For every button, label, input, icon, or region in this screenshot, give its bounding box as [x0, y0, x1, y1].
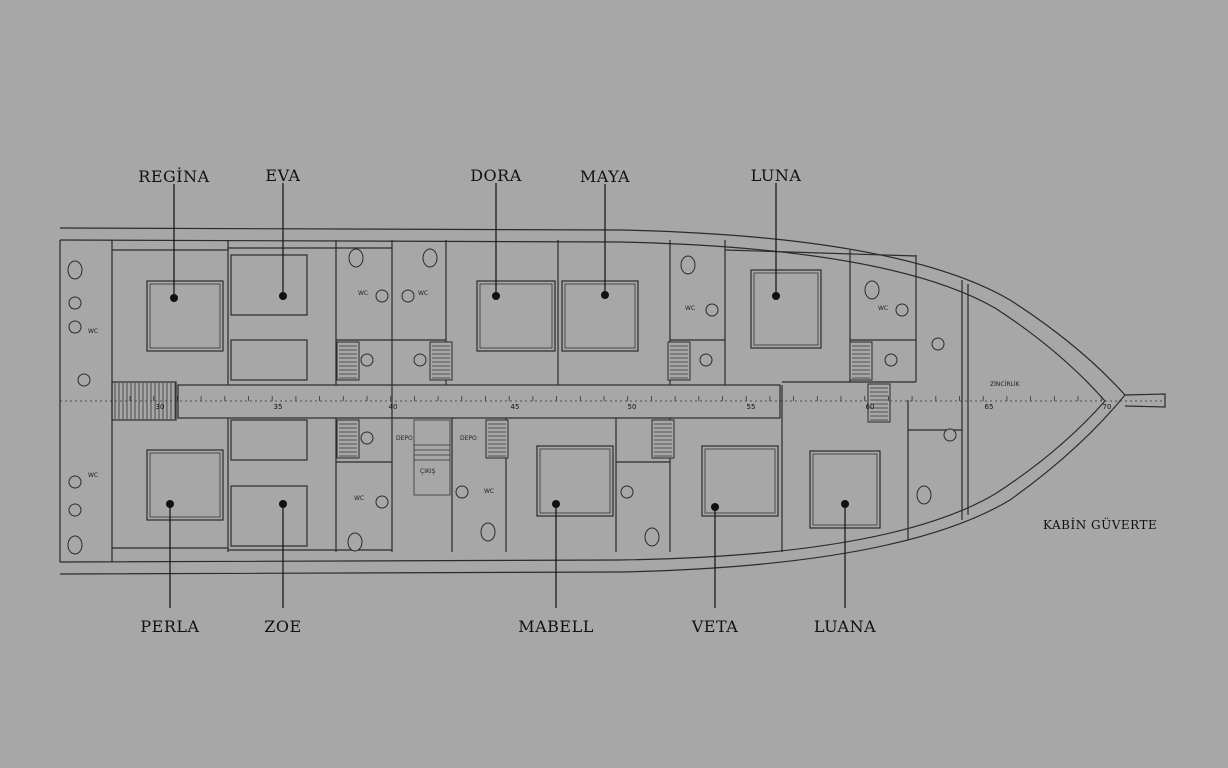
cabin-1: ZOE [264, 500, 301, 636]
cabin-2: DORA [470, 166, 522, 300]
corridor [60, 381, 1165, 421]
toilet-icon [916, 485, 932, 505]
sink-icon [68, 503, 82, 517]
cabin-3: MAYA [580, 167, 630, 299]
cabin-label: VETA [691, 617, 739, 636]
cabin-label: ZOE [264, 617, 301, 636]
cabin-marker [711, 503, 719, 511]
chain-locker-label: ZİNCİRLİK [990, 381, 1021, 388]
toilet-icon [864, 280, 880, 300]
cabin-labels: REGİNA EVA DORA MAYA LUNA PERLA ZOE MABELL VETA L… [138, 166, 876, 636]
cabin-1: EVA [265, 166, 300, 300]
cabin-marker [601, 291, 609, 299]
cabin-marker [170, 294, 178, 302]
frame-number: 45 [511, 403, 520, 411]
cabin-4: LUANA [814, 500, 876, 636]
cabin-label: LUNA [751, 166, 802, 185]
wardrobe-icon [667, 341, 691, 381]
sink-icon [360, 431, 374, 445]
depo-label: DEPO [460, 435, 477, 442]
exit-label: ÇIKIŞ [420, 468, 436, 475]
sink-icon [375, 289, 389, 303]
cabin-label: LUANA [814, 617, 876, 636]
wc-label: WC [685, 305, 695, 312]
wardrobe-icon [485, 419, 509, 459]
toilet-icon [644, 527, 660, 547]
frame-number: 60 [866, 403, 875, 411]
cabin-label: MABELL [518, 617, 594, 636]
frame-number: 30 [156, 403, 165, 411]
cabin-marker [772, 292, 780, 300]
sink-icon [943, 428, 957, 442]
wc-label: WC [878, 305, 888, 312]
bathroom-fixtures [67, 248, 957, 555]
exit-stairs [413, 419, 451, 496]
frame-number: 55 [747, 403, 756, 411]
sink-icon [401, 289, 415, 303]
cabin-4: LUNA [751, 166, 802, 300]
sink-icon [455, 485, 469, 499]
wardrobe-icon [849, 341, 873, 381]
cabin-marker [279, 500, 287, 508]
sink-icon [895, 303, 909, 317]
sink-icon [413, 353, 427, 367]
toilet-icon [67, 535, 83, 555]
wardrobe-icon [336, 419, 360, 459]
wc-label: WC [418, 290, 428, 297]
toilet-icon [347, 532, 363, 552]
wc-label: WC [88, 328, 98, 335]
cabin-0: PERLA [140, 500, 199, 636]
sink-icon [620, 485, 634, 499]
cabin-2: MABELL [518, 500, 594, 636]
wc-label: WC [354, 495, 364, 502]
sink-icon [699, 353, 713, 367]
frame-number: 35 [274, 403, 283, 411]
toilet-icon [480, 522, 496, 542]
toilet-icon [422, 248, 438, 268]
wc-label: WC [358, 290, 368, 297]
depo-label: DEPO [396, 435, 413, 442]
sink-icon [77, 373, 91, 387]
frame-number: 70 [1103, 403, 1112, 411]
wardrobe-icon [336, 341, 360, 381]
sink-icon [931, 337, 945, 351]
sink-icon [68, 320, 82, 334]
wc-label: WC [88, 472, 98, 479]
toilet-icon [67, 260, 83, 280]
sink-icon [705, 303, 719, 317]
cabin-label: MAYA [580, 167, 630, 186]
toilet-icon [680, 255, 696, 275]
cabin-marker [552, 500, 560, 508]
cabin-label: REGİNA [138, 166, 209, 186]
cabin-label: PERLA [140, 617, 199, 636]
sink-icon [68, 475, 82, 489]
sink-icon [884, 353, 898, 367]
frame-number: 65 [985, 403, 994, 411]
cabin-marker [492, 292, 500, 300]
wc-label: WC [484, 488, 494, 495]
beds [146, 254, 881, 547]
frame-scale: 30 35 40 45 50 55 60 65 70 [129, 396, 1112, 411]
cabin-marker [166, 500, 174, 508]
sink-icon [68, 296, 82, 310]
wardrobe-icon [429, 341, 453, 381]
wardrobe-icon [651, 419, 675, 459]
frame-number: 50 [628, 403, 637, 411]
wardrobe-icon [867, 383, 891, 423]
sink-icon [360, 353, 374, 367]
cabin-marker [841, 500, 849, 508]
cabin-marker [279, 292, 287, 300]
frame-number: 40 [389, 403, 398, 411]
cabin-3: VETA [691, 503, 739, 636]
deck-title: KABİN GÜVERTE [1043, 516, 1157, 532]
sink-icon [375, 495, 389, 509]
cabin-0: REGİNA [138, 166, 209, 302]
cabin-label: EVA [265, 166, 300, 185]
toilet-icon [348, 248, 364, 268]
cabin-label: DORA [470, 166, 522, 185]
